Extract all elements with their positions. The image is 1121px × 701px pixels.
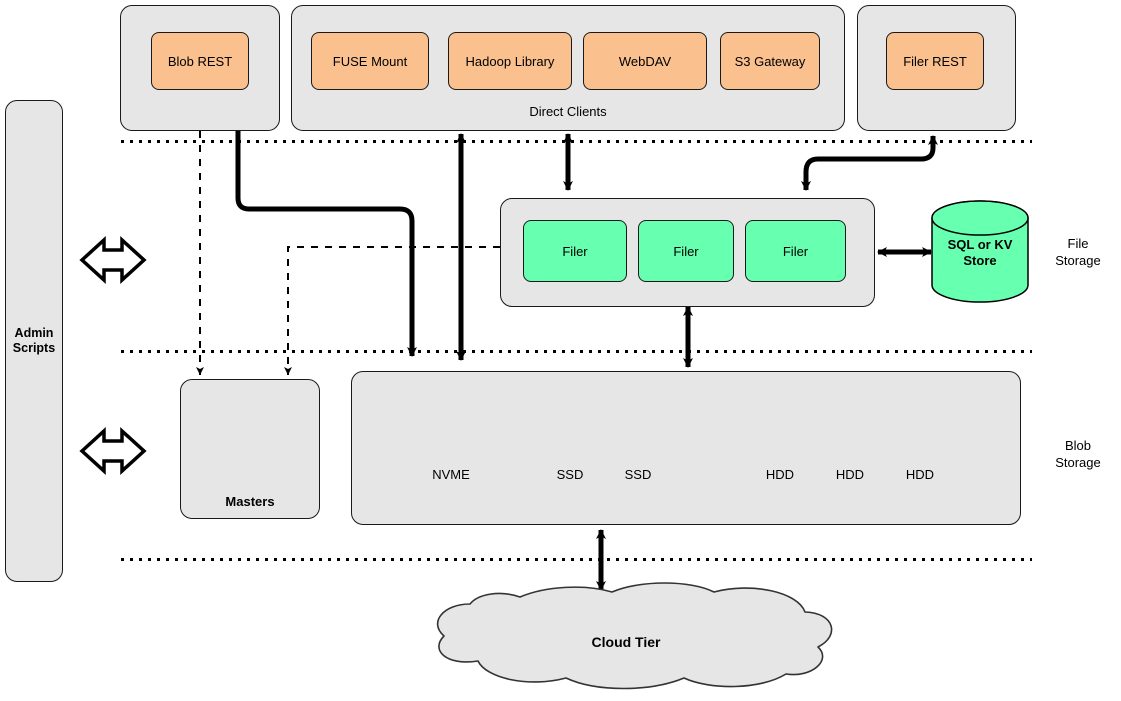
cloud-tier-label: Cloud Tier	[591, 634, 661, 650]
ssd-disk-label-1: SSD	[556, 467, 584, 482]
filerrest-to-filer-link	[801, 135, 938, 191]
filer-label-3: Filer	[782, 243, 809, 259]
hadoop-library-box[interactable]: Hadoop Library	[448, 32, 572, 90]
masters-label: Masters	[225, 494, 275, 509]
blob-storage-label: Blob Storage	[1055, 438, 1101, 470]
filer-rest-group[interactable]	[857, 5, 1016, 131]
hdd-disk-label-1: HDD	[765, 467, 795, 482]
blobrest-to-volumes-link	[235, 128, 417, 357]
hadoop-library-label: Hadoop Library	[465, 53, 555, 69]
fuse-mount-label: FUSE Mount	[332, 53, 408, 69]
admin-to-masters-arrow	[79, 427, 147, 475]
blob-rest-box[interactable]: Blob REST	[151, 32, 249, 90]
admin-scripts-panel[interactable]: Admin Scripts	[5, 100, 63, 582]
s3-gateway-label: S3 Gateway	[734, 53, 806, 69]
filer-label-1: Filer	[562, 243, 588, 259]
control-links	[196, 131, 500, 375]
metadata-store-label: SQL or KV Store	[947, 237, 1013, 268]
hdd-disk-label-3: HDD	[905, 467, 935, 482]
admin-arrows	[79, 236, 147, 475]
webdav-label: WebDAV	[618, 53, 672, 69]
admin-scripts-label: Admin Scripts	[12, 326, 56, 355]
hdd-disk-label-2: HDD	[835, 467, 865, 482]
nvme-disk-label: NVME	[432, 467, 470, 482]
blob-storage-group[interactable]	[351, 371, 1021, 525]
webdav-box[interactable]: WebDAV	[583, 32, 707, 90]
filer-to-masters-link	[284, 246, 500, 375]
filer-box-3[interactable]: Filer	[745, 220, 846, 282]
s3-gateway-box[interactable]: S3 Gateway	[720, 32, 820, 90]
filer-box-2[interactable]: Filer	[638, 220, 734, 282]
filer-label-2: Filer	[673, 243, 699, 259]
file-storage-label: File Storage	[1055, 236, 1101, 268]
blob-rest-label: Blob REST	[167, 53, 233, 69]
masters-group[interactable]	[180, 379, 320, 519]
admin-to-filer-arrow	[79, 236, 147, 284]
ssd-disk-label-2: SSD	[624, 467, 652, 482]
filer-rest-label: Filer REST	[903, 53, 967, 69]
direct-clients-caption: Direct Clients	[529, 104, 607, 119]
filer-rest-box[interactable]: Filer REST	[886, 32, 984, 90]
filer-box-1[interactable]: Filer	[523, 220, 627, 282]
fuse-mount-box[interactable]: FUSE Mount	[311, 32, 429, 90]
